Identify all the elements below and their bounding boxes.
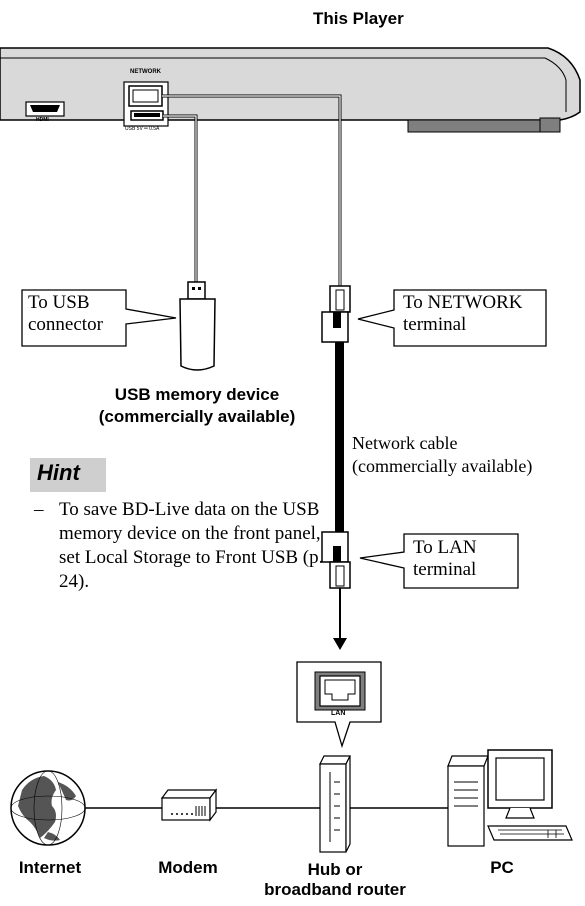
pc-icon: [447, 749, 573, 847]
hub-router-label: Hub or broadband router: [264, 860, 406, 899]
lan-port-box: [296, 661, 382, 749]
globe-icon: [10, 770, 86, 846]
usb-connector-callout: [21, 289, 177, 347]
hdmi-port-label: HDMI: [36, 117, 49, 123]
hint-title: Hint: [37, 460, 80, 485]
player-unit: [0, 47, 581, 133]
modem-label: Modem: [158, 858, 218, 877]
pc-label: PC: [490, 858, 514, 877]
lan-terminal-callout: [359, 533, 519, 589]
network-terminal-callout-text: To NETWORK terminal: [403, 292, 523, 335]
hint-dash: –: [34, 499, 44, 520]
modem-icon: [160, 788, 218, 822]
network-plug-top: [321, 285, 351, 343]
network-plug-bottom: [321, 531, 351, 650]
internet-label: Internet: [18, 858, 82, 877]
port-panel: [123, 81, 169, 127]
hint-title-background: [30, 458, 106, 492]
player-network-lead: [162, 94, 342, 286]
usb-port-label: USB 5V ═ 0.5A: [125, 126, 160, 132]
network-cable-label: Network cable (commercially available): [352, 433, 533, 476]
player-title: This Player: [313, 9, 404, 28]
network-port-label: NETWORK: [130, 69, 161, 75]
network-terminal-callout: [357, 289, 547, 347]
usb-device-label: USB memory device (commercially availabl…: [98, 385, 296, 426]
player-usb-lead: [163, 114, 198, 282]
network-cable: [335, 342, 344, 532]
router-icon: [319, 755, 351, 853]
usb-stick: [179, 281, 216, 371]
usb-connector-callout-text: To USB connector: [28, 292, 103, 335]
lan-terminal-callout-text: To LAN terminal: [413, 537, 477, 580]
lan-port-label: LAN: [331, 710, 346, 717]
hint-text: To save BD-Live data on the USB memory d…: [59, 499, 324, 592]
hdmi-port: [25, 101, 65, 117]
